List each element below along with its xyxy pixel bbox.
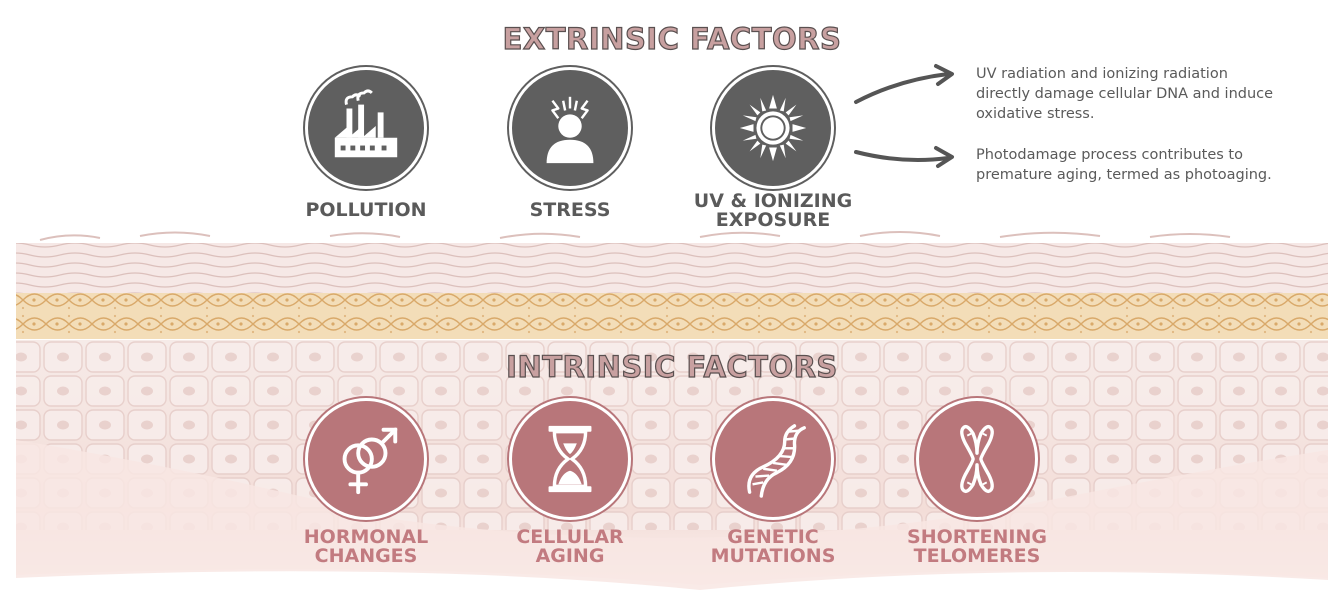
uv-exposure-label: UV & IONIZING EXPOSURE bbox=[693, 190, 853, 231]
factory-icon bbox=[305, 67, 427, 189]
shortening-telomeres-label: SHORTENING TELOMERES bbox=[907, 526, 1047, 567]
hourglass-icon bbox=[509, 398, 631, 520]
genetic-mutations-label: GENETIC MUTATIONS bbox=[710, 526, 836, 567]
uv-radiation-note: UV radiation and ionizing radiation dire… bbox=[976, 66, 1274, 122]
extrinsic-factors-title: EXTRINSIC FACTORS bbox=[502, 21, 842, 56]
pollution-label: POLLUTION bbox=[305, 199, 427, 221]
arrow-icon bbox=[854, 64, 954, 168]
photoaging-note: Photodamage process contributes to prema… bbox=[976, 147, 1272, 183]
hormonal-changes-label: HORMONAL CHANGES bbox=[303, 526, 429, 567]
chromosome-icon bbox=[916, 398, 1038, 520]
dna-icon bbox=[712, 398, 834, 520]
stressed-person-icon bbox=[509, 67, 631, 189]
sun-icon bbox=[712, 67, 834, 189]
stress-label: STRESS bbox=[529, 199, 611, 221]
intrinsic-factors-title: INTRINSIC FACTORS bbox=[506, 349, 838, 384]
gender-symbols-icon bbox=[305, 398, 427, 520]
cellular-aging-label: CELLULAR AGING bbox=[516, 526, 624, 567]
